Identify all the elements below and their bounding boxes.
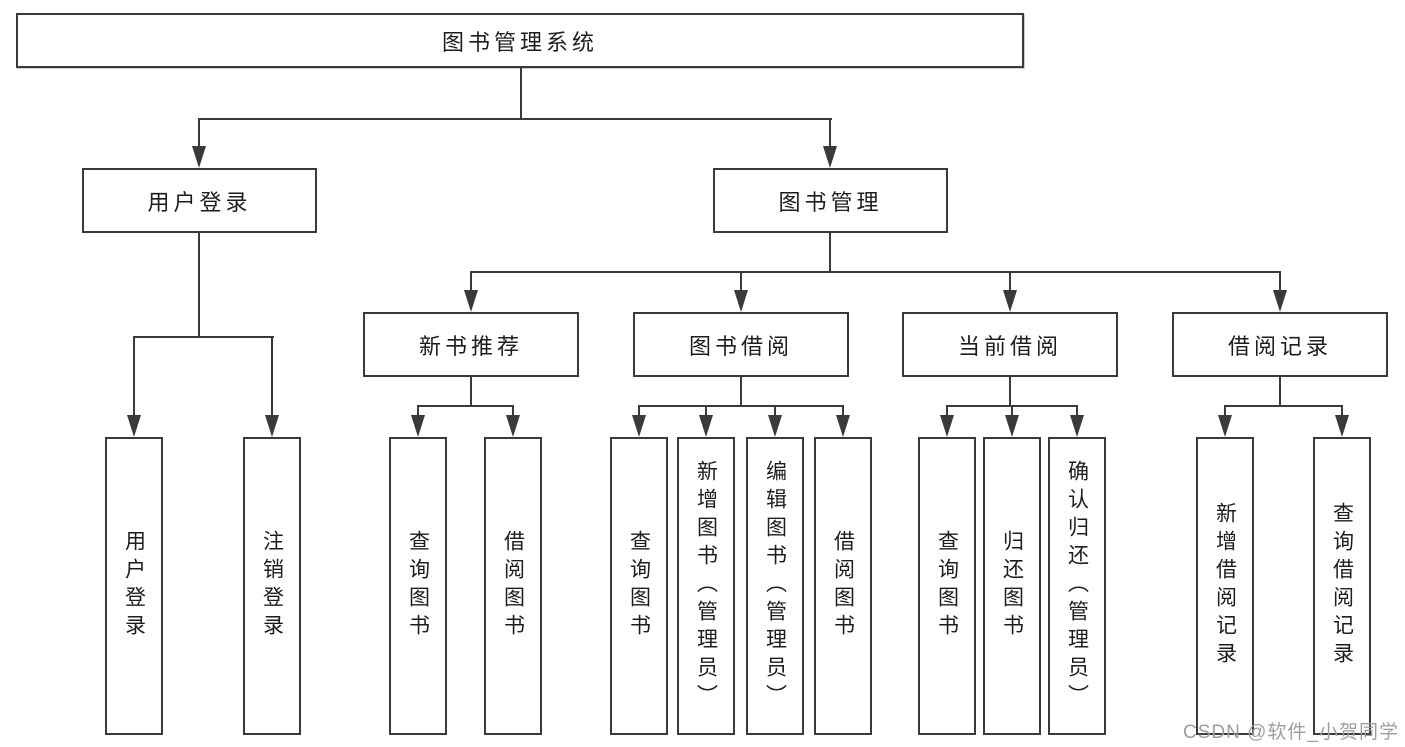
arrow-down-icon [632, 415, 646, 437]
leaf-query-borrow-record: 查询借阅记录 [1313, 437, 1371, 735]
node-user-login: 用户登录 [82, 168, 317, 233]
connector-vline [638, 405, 640, 417]
arrow-down-icon [768, 415, 782, 437]
connector-vline [842, 405, 844, 417]
leaf-label: 确认归还（管理员） [1065, 460, 1089, 712]
node-book-management: 图书管理 [713, 168, 948, 233]
arrow-down-icon [1070, 415, 1084, 437]
connector-vline [470, 271, 472, 292]
arrow-down-icon [506, 415, 520, 437]
connector-vline [198, 118, 200, 148]
node-book-borrow: 图书借阅 [633, 312, 849, 377]
leaf-label: 注销登录 [260, 530, 284, 642]
connector-vline [829, 233, 831, 273]
leaf-label: 查询图书 [406, 530, 430, 642]
connector-vline [1279, 377, 1281, 407]
leaf-add-borrow-record: 新增借阅记录 [1196, 437, 1254, 735]
connector-vline [271, 336, 273, 417]
node-borrow-records: 借阅记录 [1172, 312, 1388, 377]
leaf-label: 用户登录 [122, 530, 146, 642]
leaf-query-books-recommend: 查询图书 [389, 437, 447, 735]
node-new-book-recommend: 新书推荐 [363, 312, 579, 377]
leaf-query-books-current: 查询图书 [918, 437, 976, 735]
arrow-down-icon [734, 290, 748, 312]
connector-vline [1011, 405, 1013, 417]
connector-hline [1224, 405, 1343, 407]
arrow-down-icon [1003, 290, 1017, 312]
connector-vline [829, 118, 831, 148]
arrow-down-icon [823, 146, 837, 168]
leaf-borrow-books-recommend: 借阅图书 [484, 437, 542, 735]
node-library-management-system: 图书管理系统 [16, 13, 1024, 68]
leaf-query-books-borrow: 查询图书 [610, 437, 668, 735]
arrow-down-icon [1273, 290, 1287, 312]
arrow-down-icon [1005, 415, 1019, 437]
leaf-label: 借阅图书 [831, 530, 855, 642]
connector-vline [133, 336, 135, 417]
arrow-down-icon [265, 415, 279, 437]
leaf-label: 查询借阅记录 [1330, 502, 1354, 670]
leaf-label: 归还图书 [1000, 530, 1024, 642]
leaf-borrow-books: 借阅图书 [814, 437, 872, 735]
leaf-return-book: 归还图书 [983, 437, 1041, 735]
connector-vline [1224, 405, 1226, 417]
connector-vline [512, 405, 514, 417]
connector-hline [470, 271, 1281, 273]
connector-hline [133, 336, 274, 338]
leaf-label: 借阅图书 [501, 530, 525, 642]
leaf-edit-book-admin: 编辑图书（管理员） [746, 437, 804, 735]
connector-vline [1009, 271, 1011, 292]
connector-vline [740, 377, 742, 407]
connector-hline [198, 118, 832, 120]
connector-hline [417, 405, 514, 407]
leaf-add-book-admin: 新增图书（管理员） [677, 437, 735, 735]
connector-vline [774, 405, 776, 417]
leaf-label: 新增借阅记录 [1213, 502, 1237, 670]
leaf-label: 查询图书 [627, 530, 651, 642]
arrow-down-icon [411, 415, 425, 437]
connector-vline [946, 405, 948, 417]
connector-vline [1009, 377, 1011, 407]
arrow-down-icon [940, 415, 954, 437]
arrow-down-icon [1218, 415, 1232, 437]
arrow-down-icon [1335, 415, 1349, 437]
arrow-down-icon [192, 146, 206, 168]
connector-vline [1076, 405, 1078, 417]
connector-vline [198, 233, 200, 338]
leaf-label: 编辑图书（管理员） [763, 460, 787, 712]
arrow-down-icon [464, 290, 478, 312]
arrow-down-icon [127, 415, 141, 437]
connector-hline [638, 405, 844, 407]
connector-vline [705, 405, 707, 417]
leaf-label: 查询图书 [935, 530, 959, 642]
leaf-label: 新增图书（管理员） [694, 460, 718, 712]
leaf-user-login: 用户登录 [105, 437, 163, 735]
connector-vline [520, 68, 522, 120]
connector-vline [1341, 405, 1343, 417]
leaf-confirm-return-admin: 确认归还（管理员） [1048, 437, 1106, 735]
connector-vline [470, 377, 472, 407]
watermark: CSDN @软件_小贺同学 [1183, 722, 1399, 743]
connector-vline [1279, 271, 1281, 292]
connector-vline [740, 271, 742, 292]
arrow-down-icon [836, 415, 850, 437]
connector-vline [417, 405, 419, 417]
node-current-borrow: 当前借阅 [902, 312, 1118, 377]
leaf-logout-login: 注销登录 [243, 437, 301, 735]
arrow-down-icon [699, 415, 713, 437]
